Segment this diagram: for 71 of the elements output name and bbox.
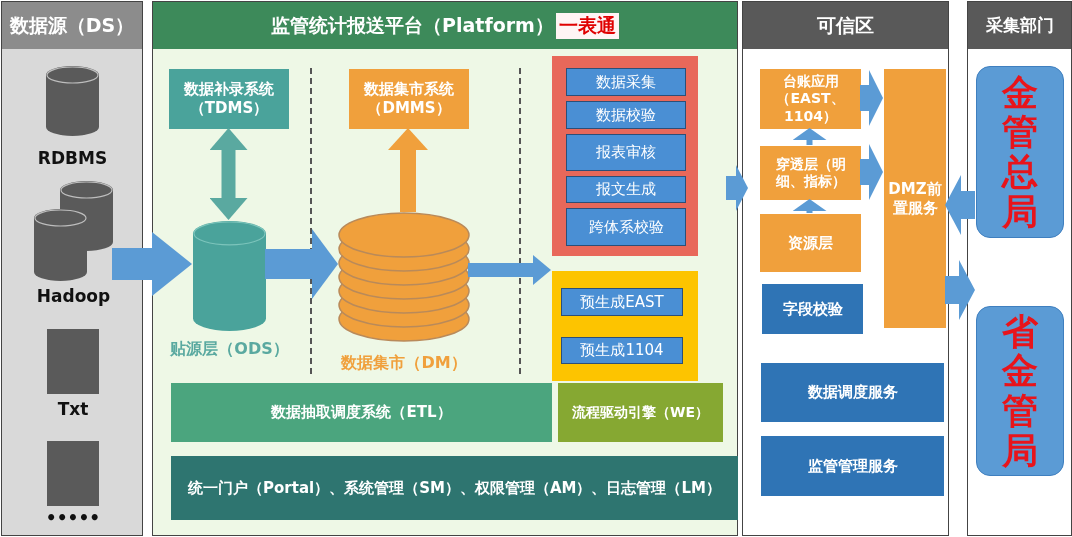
- block-arrow: [792, 128, 827, 145]
- process-box: [761, 363, 944, 422]
- group-box: [552, 56, 698, 256]
- function-box: [566, 176, 686, 203]
- box-label: 监管管理服务: [807, 456, 898, 476]
- function-box: [566, 101, 686, 129]
- box-label: 数据调度服务: [807, 383, 898, 402]
- column-panel: [1, 1, 143, 536]
- block-arrow: [792, 199, 827, 213]
- function-box: [561, 288, 683, 316]
- function-box: [561, 337, 683, 364]
- box-label: 数据集市系统（DMMS）: [363, 80, 455, 118]
- column-panel: [152, 1, 738, 536]
- block-arrow: [860, 144, 883, 200]
- box-label: 跨体系校验: [588, 217, 664, 237]
- process-box: [171, 383, 552, 442]
- box-label: 数据校验: [596, 105, 656, 125]
- node-label: RDBMS: [37, 148, 108, 168]
- function-box: [566, 134, 686, 171]
- box-label: 穿透层（明细、指标）: [774, 155, 847, 191]
- block-arrow: [468, 255, 551, 285]
- department-box: [976, 306, 1064, 476]
- column-panel: [742, 1, 949, 536]
- process-box: [760, 146, 861, 200]
- process-box: [760, 214, 861, 272]
- process-box: [171, 456, 738, 520]
- process-box: [762, 284, 863, 334]
- box-label: 报文生成: [596, 180, 656, 199]
- block-arrow: [726, 165, 748, 211]
- function-box: [566, 68, 686, 96]
- box-label: 统一门户（Portal）、系统管理（SM）、权限管理（AM）、日志管理（LM）: [188, 478, 721, 498]
- box-label: 流程驱动引擎（WE）: [572, 403, 709, 422]
- box-label: 报表审核: [596, 143, 656, 162]
- box-label: 台账应用（EAST、1104）: [775, 72, 846, 126]
- node-label: Hadoop: [36, 286, 111, 306]
- process-box: [760, 69, 861, 129]
- box-label: 预生成EAST: [580, 292, 664, 312]
- block-arrow: [945, 260, 975, 320]
- box-label: 数据抽取调度系统（ETL）: [271, 403, 452, 422]
- header-title: 数据源（DS）: [9, 12, 135, 38]
- node-label: Txt: [57, 399, 89, 419]
- box-label: 数据补录系统（TDMS）: [183, 80, 275, 118]
- block-arrow: [388, 128, 428, 212]
- column-panel: [967, 1, 1072, 536]
- box-label: 字段校验: [782, 299, 843, 319]
- node-label: 贴源层（ODS）: [170, 339, 289, 360]
- header-title: 一表通: [555, 12, 619, 39]
- box-label: 省金管局: [1002, 311, 1038, 471]
- block-arrow: [112, 232, 192, 296]
- process-box: [169, 69, 289, 129]
- process-box: [884, 69, 946, 328]
- node-label: 数据集市（DM）: [341, 353, 467, 374]
- node-label: •••••: [45, 508, 101, 528]
- box-label: 资源层: [788, 233, 833, 253]
- group-box: [552, 271, 698, 381]
- department-box: [976, 66, 1064, 238]
- block-arrow: [860, 70, 883, 126]
- box-label: DMZ前置服务: [888, 179, 942, 218]
- process-box: [761, 436, 944, 496]
- block-arrow: [265, 229, 338, 299]
- process-box: [558, 383, 723, 442]
- box-label: 金管总局: [1002, 72, 1038, 232]
- header-title: 监管统计报送平台（Platform）: [271, 12, 554, 38]
- process-box: [349, 69, 469, 129]
- block-arrow: [209, 128, 248, 220]
- function-box: [566, 208, 686, 246]
- header-title: 采集部门: [985, 14, 1054, 37]
- box-label: 数据采集: [596, 72, 656, 92]
- block-arrow: [945, 175, 975, 235]
- box-label: 预生成1104: [580, 341, 664, 360]
- header-title: 可信区: [817, 12, 874, 38]
